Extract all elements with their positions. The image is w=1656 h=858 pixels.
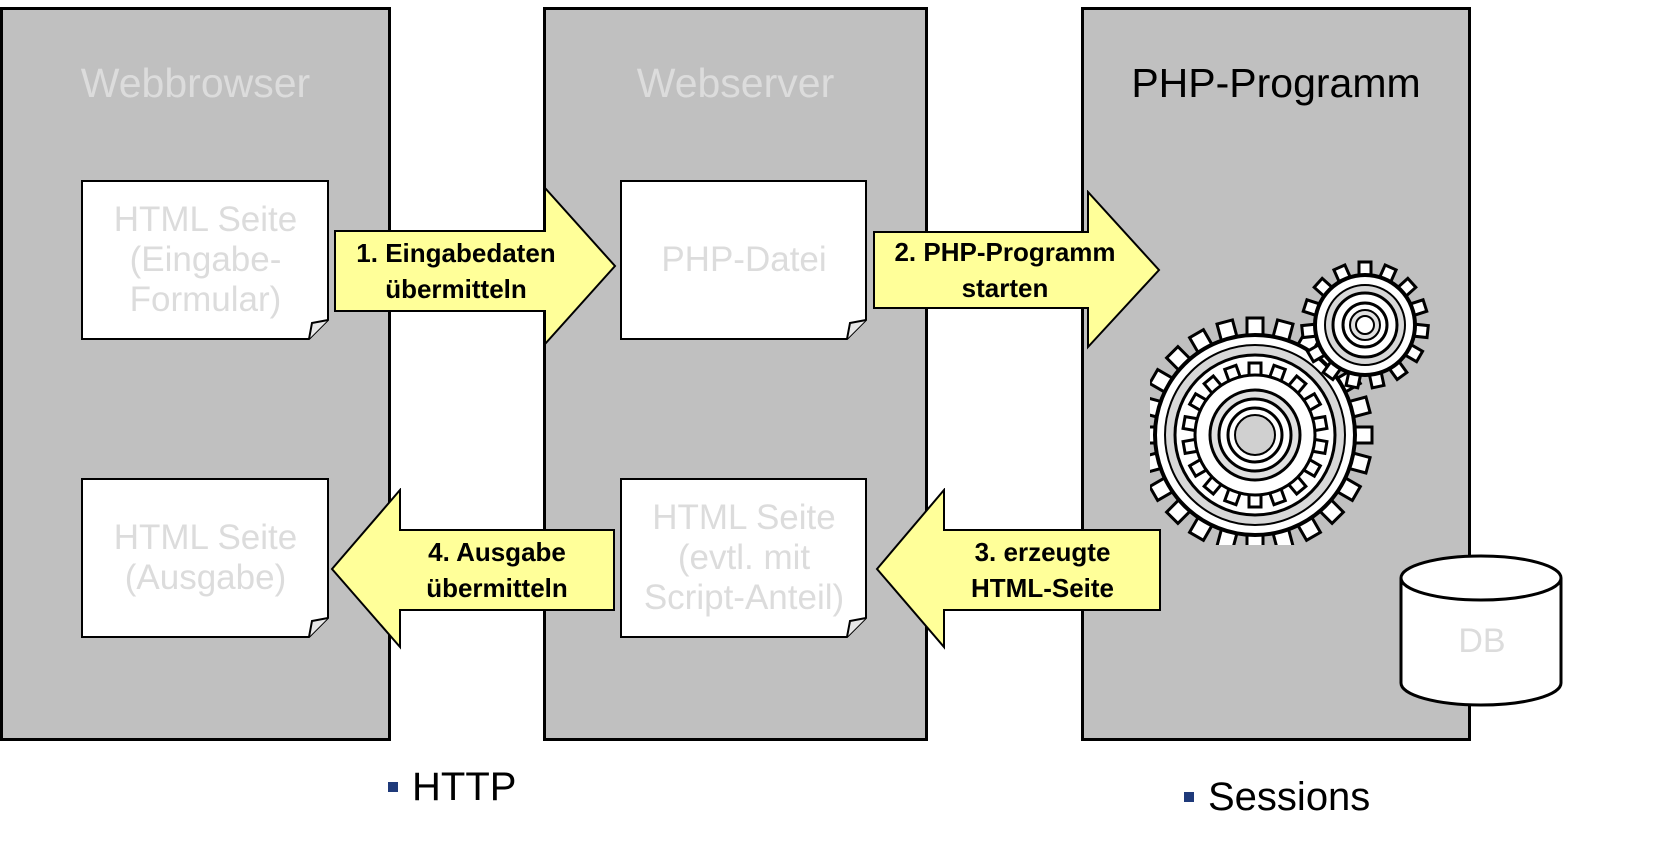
bullet-sessions-text: Sessions [1208,774,1371,819]
arrow-label-line: starten [961,273,1049,303]
php-program-title: PHP-Programm [1131,60,1421,106]
arrow-label-line: 3. erzeugte [974,537,1111,567]
doc-line: HTML Seite [113,518,298,557]
doc-line: (Eingabe- [129,240,282,279]
webserver-title: Webserver [636,60,835,106]
doc-line: HTML Seite [652,498,836,537]
arrow-step3-left: 3. erzeugte HTML-Seite [875,488,1163,650]
arrow-label-line: HTML-Seite [971,573,1114,603]
doc-line: HTML Seite [113,200,298,239]
arrow-step1-right: 1. Eingabedaten übermitteln [333,186,618,346]
doc-line: (Ausgabe) [124,558,287,597]
bullet-square-icon [388,782,398,792]
doc-line: (evtl. mit [677,538,811,577]
arrow-label-line: übermitteln [385,274,527,304]
arrow-label-line: 2. PHP-Programm [894,237,1116,267]
bullet-http: HTTP [388,762,516,812]
php-file-document: PHP-Datei [620,180,868,340]
arrow-label-line: 4. Ausgabe [428,537,566,567]
database-cylinder: DB [1396,0,1568,720]
html-script-document: HTML Seite (evtl. mit Script-Anteil) [620,478,868,638]
bullet-sessions: Sessions [1184,772,1370,822]
html-input-form-document: HTML Seite (Eingabe- Formular) [81,180,330,340]
arrow-step4-left: 4. Ausgabe übermitteln [330,488,617,650]
database-label: DB [1458,622,1506,660]
doc-line: PHP-Datei [661,240,827,279]
html-output-document: HTML Seite (Ausgabe) [81,478,330,638]
arrow-step2-right: 2. PHP-Programm starten [872,190,1162,350]
arrow-label-line: 1. Eingabedaten [356,238,556,268]
webbrowser-title: Webbrowser [80,60,311,106]
gears-icon [1150,260,1430,545]
arrow-label-line: übermitteln [426,573,568,603]
doc-line: Script-Anteil) [643,578,845,617]
bullet-square-icon [1184,792,1194,802]
bullet-http-text: HTTP [412,764,517,809]
doc-line: Formular) [129,280,282,319]
